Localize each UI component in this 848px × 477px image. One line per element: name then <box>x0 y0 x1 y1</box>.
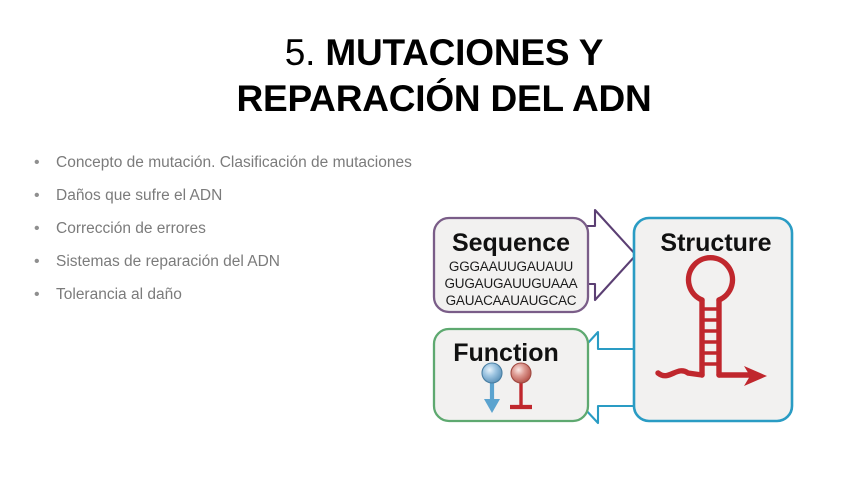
activation-arrow-icon <box>481 362 503 413</box>
list-item: • Daños que sufre el ADN <box>34 179 434 212</box>
rna-hairpin-icon <box>655 255 752 379</box>
sequence-structure-function-diagram: Sequence GGGAAUUGAUAUU GUGAUGAUUGUAAA GA… <box>420 203 812 443</box>
function-box-label: Function <box>453 339 559 367</box>
structure-box-label: Structure <box>660 229 771 257</box>
bullet-list: • Concepto de mutación. Clasificación de… <box>34 146 434 311</box>
list-item-label: Daños que sufre el ADN <box>56 187 223 204</box>
bullet-marker-icon: • <box>34 154 40 171</box>
rna-three-prime-arrowhead-icon <box>744 366 767 386</box>
list-item: • Concepto de mutación. Clasificación de… <box>34 146 434 179</box>
bullet-marker-icon: • <box>34 253 40 270</box>
title-number: 5. <box>284 32 316 73</box>
sequence-box: Sequence GGGAAUUGAUAUU GUGAUGAUUGUAAA GA… <box>432 216 590 314</box>
list-item-label: Tolerancia al daño <box>56 286 182 303</box>
sequence-line-2: GUGAUGAUUGUAAA <box>445 276 578 291</box>
list-item: • Sistemas de reparación del ADN <box>34 245 434 278</box>
sequence-line-1: GGGAAUUGAUAUU <box>449 259 573 274</box>
slide-title: 5. MUTACIONES Y REPARACIÓN DEL ADN <box>120 30 768 122</box>
bullet-marker-icon: • <box>34 286 40 303</box>
sequence-box-label: Sequence <box>452 229 570 257</box>
bullet-marker-icon: • <box>34 187 40 204</box>
list-item: • Corrección de errores <box>34 212 434 245</box>
list-item: • Tolerancia al daño <box>34 278 434 311</box>
inhibition-bar-icon <box>510 362 532 410</box>
title-line-1-text: MUTACIONES Y <box>315 32 604 73</box>
list-item-label: Corrección de errores <box>56 220 206 237</box>
structure-box: Structure <box>632 216 794 423</box>
sequence-line-3: GAUACAAUAUGCAC <box>446 293 577 308</box>
list-item-label: Sistemas de reparación del ADN <box>56 253 281 270</box>
title-line-2: REPARACIÓN DEL ADN <box>236 78 652 119</box>
title-line-1: 5. MUTACIONES Y <box>120 30 768 76</box>
list-item-label: Concepto de mutación. Clasificación de m… <box>56 154 412 171</box>
function-box: Function <box>432 327 590 423</box>
bullet-marker-icon: • <box>34 220 40 237</box>
